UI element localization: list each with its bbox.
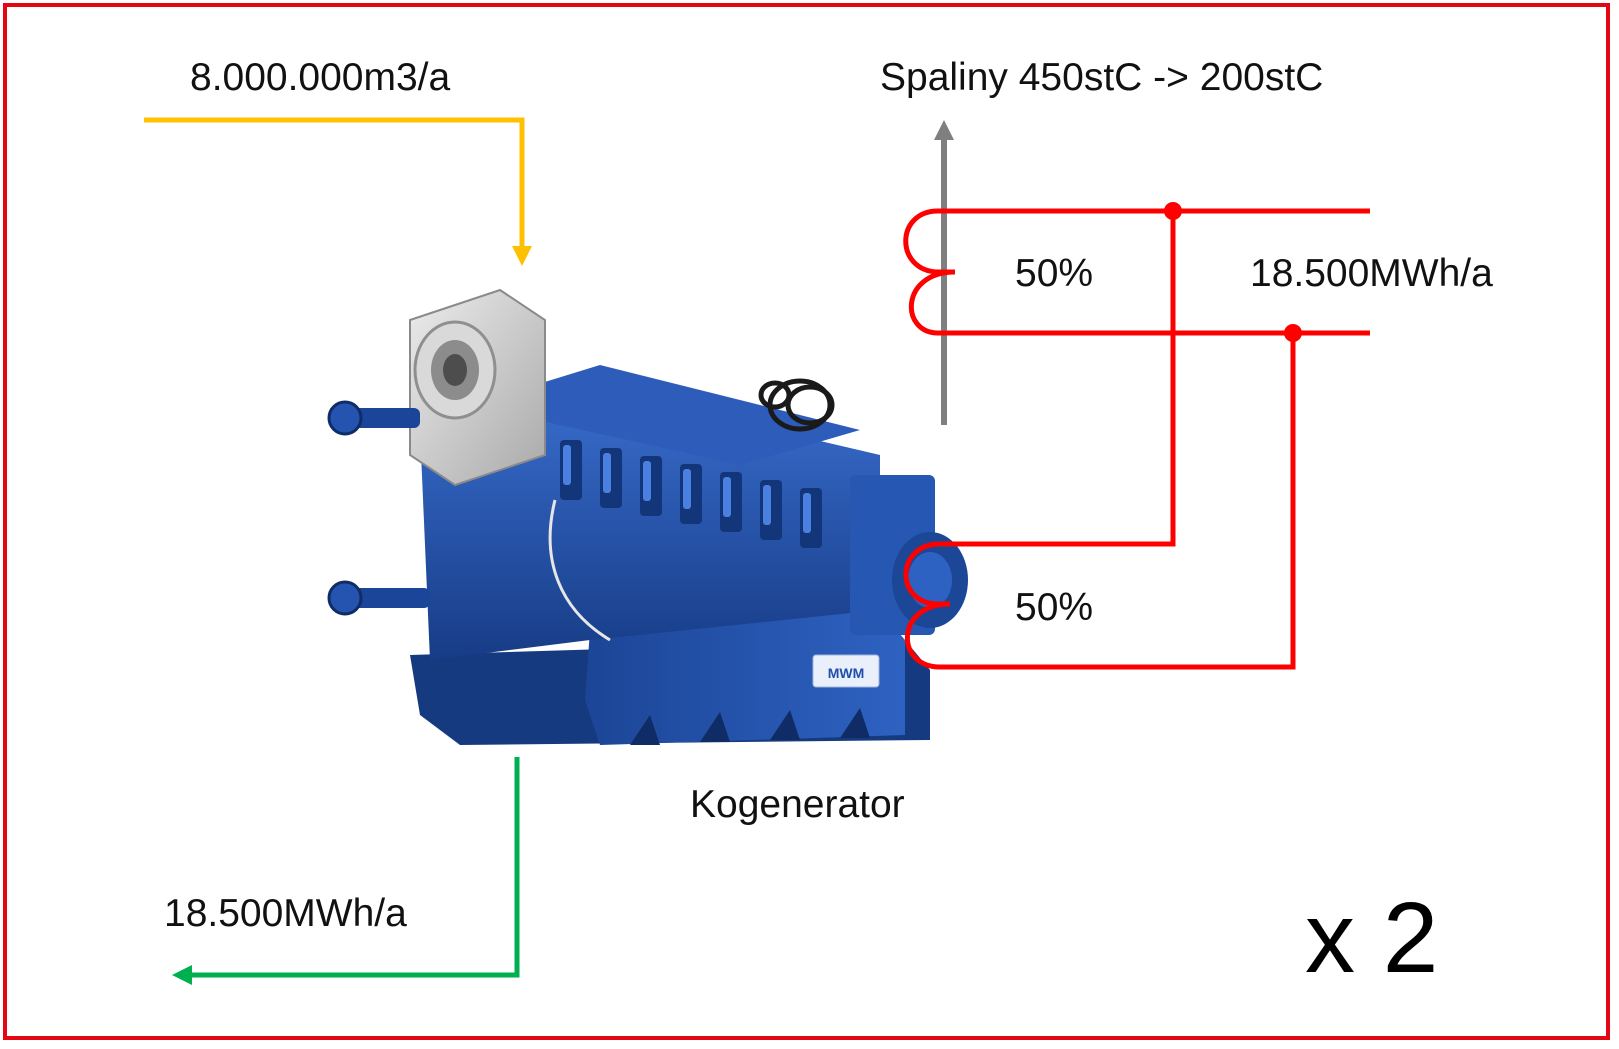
exhaust-arrow xyxy=(934,120,954,425)
junction-dot-bottom xyxy=(1284,324,1302,342)
multiplier-label: x 2 xyxy=(1305,882,1439,994)
engine-hoses xyxy=(758,378,835,432)
engine-top-cover xyxy=(470,365,860,465)
exhaust-heat-exchanger-coil xyxy=(903,208,1370,336)
turbocharger xyxy=(409,288,546,487)
unit-name-label: Kogenerator xyxy=(690,783,905,826)
engine-heat-share-label: 50% xyxy=(1015,586,1094,629)
generator-hub xyxy=(908,552,952,608)
exhaust-label: Spaliny 450stC -> 200stC xyxy=(880,56,1324,99)
junction-dot-top xyxy=(1164,202,1182,220)
mwm-logo-text: MWM xyxy=(828,665,865,681)
heat-circuit xyxy=(903,208,1370,670)
engine-skid xyxy=(585,610,905,745)
heat-output-label: 18.500MWh/a xyxy=(1250,252,1493,295)
engine-feet xyxy=(630,708,870,745)
exhaust-heat-share-label: 50% xyxy=(1015,252,1094,295)
gas-input-line xyxy=(144,117,532,266)
engine-cable xyxy=(548,499,611,642)
heat-supply-branch xyxy=(940,211,1176,547)
mwm-logo xyxy=(812,654,880,688)
electric-output-label: 18.500MWh/a xyxy=(164,892,407,935)
cylinder-highlights xyxy=(563,445,811,533)
junction-dots xyxy=(1164,202,1302,342)
side-pipes xyxy=(327,400,430,616)
gas-input-label: 8.000.000m3/a xyxy=(190,56,451,99)
engine-heat-exchanger-coil xyxy=(903,333,1296,670)
electric-output-line xyxy=(172,757,520,985)
engine-illustration: MWM xyxy=(327,288,968,745)
